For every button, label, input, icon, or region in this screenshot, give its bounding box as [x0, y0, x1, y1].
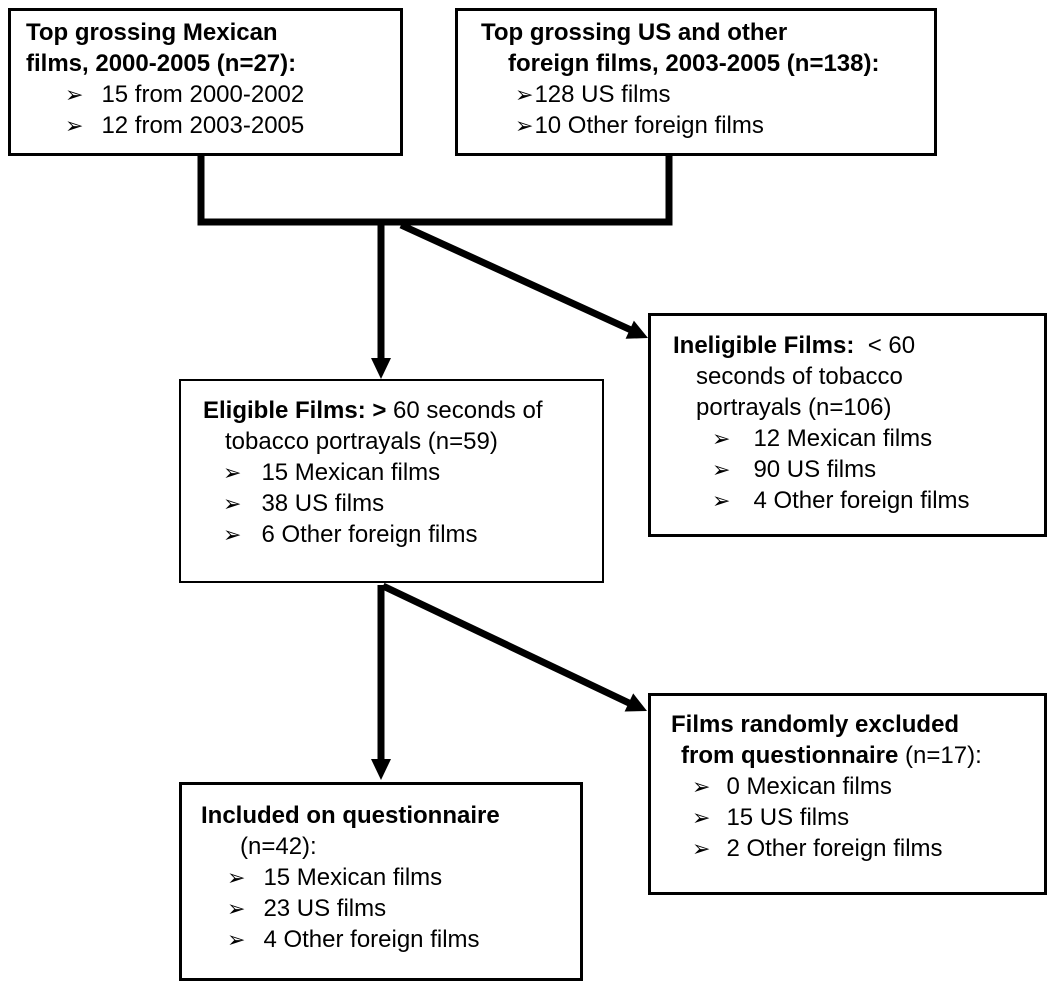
box-title-line: Ineligible Films: < 60 [651, 330, 1044, 361]
bullet-text: 90 US films [753, 456, 877, 483]
box-title-line: portrayals (n=106) [651, 392, 1044, 423]
bullet-text: 15 Mexican films [261, 459, 441, 486]
bullet-item: ➢ 38 US films [181, 488, 602, 519]
box-films-randomly-excluded: Films randomly excluded from questionnai… [648, 693, 1047, 895]
bullet-item: ➢ 4 Other foreign films [182, 924, 580, 955]
bullet-item: ➢ 6 Other foreign films [181, 519, 602, 550]
bullet-text: 23 US films [263, 895, 387, 922]
title-text: tobacco portrayals (n=59) [225, 428, 498, 455]
arrowhead-bullet-icon: ➢ [712, 457, 731, 482]
box-title-line: Top grossing Mexican [11, 17, 400, 48]
bullet-item: ➢ 12 Mexican films [651, 423, 1044, 454]
title-text: portrayals (n=106) [696, 394, 892, 421]
bullet-item: ➢128 US films [458, 79, 934, 110]
title-text: foreign films, 2003-2005 (n=138): [508, 50, 880, 77]
arrowhead-bullet-icon: ➢ [227, 865, 246, 890]
arrowhead-bullet-icon: ➢ [65, 82, 84, 107]
bullet-text: 12 from 2003-2005 [101, 112, 305, 139]
bullet-item: ➢ 12 from 2003-2005 [11, 110, 400, 141]
arrowhead-bullet-icon: ➢ [223, 522, 242, 547]
bullet-item: ➢ 2 Other foreign films [651, 833, 1044, 864]
title-text: < 60 [854, 332, 916, 359]
arrowhead-to-ineligible [625, 320, 648, 339]
arrowhead-bullet-icon: ➢ [227, 927, 246, 952]
box-ineligible-films: Ineligible Films: < 60 seconds of tobacc… [648, 313, 1047, 537]
title-text: Top grossing US and other [481, 19, 788, 46]
arrowhead-bullet-icon: ➢ [515, 82, 534, 107]
box-title-line: tobacco portrayals (n=59) [181, 426, 602, 457]
title-text: 60 seconds of [386, 397, 543, 424]
box-title-line: Films randomly excluded [651, 709, 1044, 740]
box-included-on-questionnaire: Included on questionnaire (n=42): ➢ 15 Me… [179, 782, 583, 981]
arrowhead-bullet-icon: ➢ [692, 774, 711, 799]
arrowhead-bullet-icon: ➢ [227, 896, 246, 921]
arrowhead-bullet-icon: ➢ [223, 460, 242, 485]
bullet-item: ➢ 15 Mexican films [181, 457, 602, 488]
box-title-line: (n=42): [182, 831, 580, 862]
box-top-grossing-us-foreign-films: Top grossing US and other foreign films,… [455, 8, 937, 156]
bullet-item: ➢ 4 Other foreign films [651, 485, 1044, 516]
title-text: (n=42): [240, 833, 317, 860]
bullet-text: 2 Other foreign films [726, 835, 943, 862]
arrowhead-bullet-icon: ➢ [712, 426, 731, 451]
bullet-text: 38 US films [261, 490, 385, 517]
arrowhead-to-eligible [371, 358, 391, 379]
box-title-line: films, 2000-2005 (n=27): [11, 48, 400, 79]
arrowhead-bullet-icon: ➢ [692, 836, 711, 861]
arrowhead-bullet-icon: ➢ [515, 113, 534, 138]
box-top-grossing-mexican-films: Top grossing Mexican films, 2000-2005 (n… [8, 8, 403, 156]
bullet-item: ➢10 Other foreign films [458, 110, 934, 141]
bullet-text: 4 Other foreign films [753, 487, 970, 514]
title-text-bold: Ineligible Films: [673, 332, 855, 359]
title-text: seconds of tobacco [696, 363, 903, 390]
title-text-bold: Included on questionnaire [201, 802, 500, 829]
box-title-line: from questionnaire (n=17): [651, 740, 1044, 771]
arrowhead-bullet-icon: ➢ [692, 805, 711, 830]
bullet-item: ➢ 0 Mexican films [651, 771, 1044, 802]
title-text-bold: from questionnaire [681, 742, 899, 769]
bullet-item: ➢ 15 from 2000-2002 [11, 79, 400, 110]
title-text: films, 2000-2005 (n=27): [26, 50, 297, 77]
arrowhead-bullet-icon: ➢ [223, 491, 242, 516]
arrowhead-to-excluded [624, 693, 647, 712]
arrow-to-excluded [381, 582, 631, 707]
box-title-line: Eligible Films: > 60 seconds of [181, 395, 602, 426]
bullet-item: ➢ 90 US films [651, 454, 1044, 485]
bullet-text: 6 Other foreign films [261, 521, 478, 548]
arrowhead-bullet-icon: ➢ [712, 488, 731, 513]
bullet-text: 15 from 2000-2002 [101, 81, 305, 108]
box-eligible-films: Eligible Films: > 60 seconds of tobacco … [179, 379, 604, 583]
bullet-item: ➢ 23 US films [182, 893, 580, 924]
box-title-line: foreign films, 2003-2005 (n=138): [458, 48, 934, 79]
bullet-text: 15 US films [726, 804, 850, 831]
arrow-to-ineligible [399, 221, 633, 334]
box-title-line: Top grossing US and other [458, 17, 934, 48]
bullet-item: ➢ 15 Mexican films [182, 862, 580, 893]
bullet-text: 0 Mexican films [726, 773, 892, 800]
bullet-item: ➢ 15 US films [651, 802, 1044, 833]
box-title-line: seconds of tobacco [651, 361, 1044, 392]
title-text: Top grossing Mexican [26, 19, 278, 46]
box-title-line: Included on questionnaire [182, 800, 580, 831]
arrowhead-bullet-icon: ➢ [65, 113, 84, 138]
arrowhead-to-included [371, 759, 391, 780]
bullet-text: 12 Mexican films [753, 425, 933, 452]
title-text-bold: Eligible Films: > [203, 397, 387, 424]
bullet-text: 128 US films [534, 81, 671, 108]
bullet-text: 15 Mexican films [263, 864, 443, 891]
title-text-bold: Films randomly excluded [671, 711, 960, 738]
bullet-text: 10 Other foreign films [534, 112, 764, 139]
title-text: (n=17): [898, 742, 982, 769]
bullet-text: 4 Other foreign films [263, 926, 480, 953]
